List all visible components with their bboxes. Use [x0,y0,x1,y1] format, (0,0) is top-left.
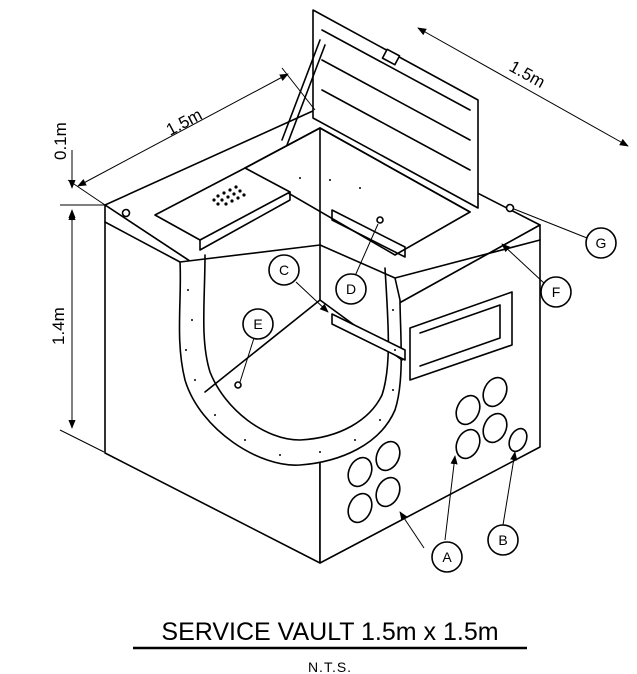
right-recess [409,291,513,381]
anchor-point-e [234,381,242,389]
anchor-point-g [505,203,515,213]
drawing-title: SERVICE VAULT 1.5m x 1.5m [161,618,498,646]
concrete-stipple [185,177,396,456]
callout-b [487,524,519,556]
lid-handle [381,48,401,66]
callout-b-label: B [498,532,507,548]
ledge-upper [331,209,406,258]
callout-f-label: F [552,284,561,300]
dim-depth: 1.4m [49,307,68,345]
callout-e [242,308,274,340]
anchor-point-d [376,216,384,224]
conduits-right [455,376,528,460]
callout-f [540,276,572,308]
callout-a [431,541,463,573]
callout-d-label: D [346,281,356,297]
callout-c [268,254,300,286]
callout-a-label: A [442,549,452,565]
callout-g [585,227,617,259]
dim-width-right: 1.5m [506,57,548,92]
callout-d [335,273,367,305]
conduits-left [347,440,401,524]
callout-g-label: G [596,235,607,251]
callout-c-label: C [279,262,289,278]
anchor-point-left [121,208,131,218]
callouts: A B C D E F G [239,208,617,573]
conduit-small [508,427,528,453]
ledge-lower [331,313,406,361]
dim-width-left: 1.5m [163,105,205,140]
drawing-scale-note: N.T.S. [308,659,352,674]
top-opening [244,127,471,256]
dim-lid-thickness: 0.1m [51,122,70,160]
callout-e-label: E [253,316,262,332]
